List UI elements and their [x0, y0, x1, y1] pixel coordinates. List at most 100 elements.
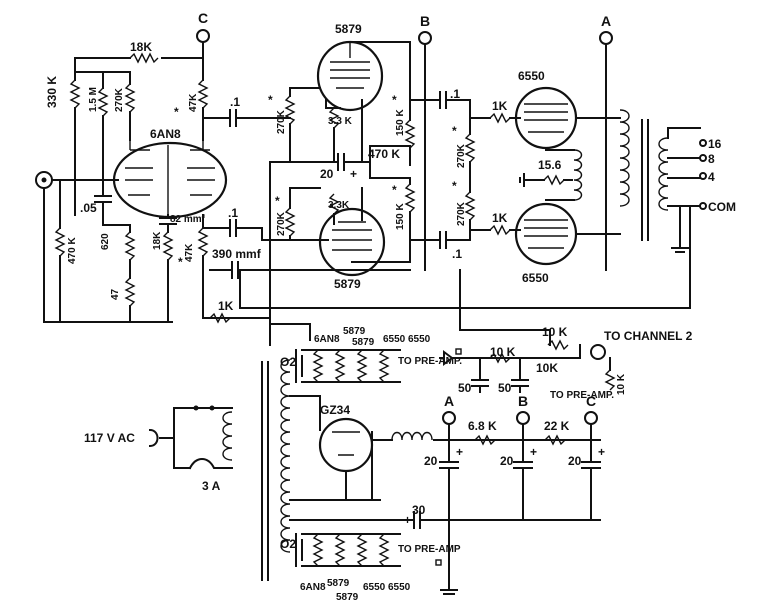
terminal-c-ps-label: C — [586, 393, 596, 409]
r-3-3k-d2-label: 3.3K — [328, 200, 350, 211]
r-1k-b-label: 1K — [492, 211, 508, 225]
r-270k-in-label: 270K — [114, 87, 125, 112]
fil-bot-6550b: 6550 — [388, 582, 411, 593]
plus-30: + — [404, 513, 411, 527]
tap-com-label: COM — [708, 200, 736, 214]
c-1b-label: .1 — [450, 87, 460, 101]
r-270k-d2-label: 270K — [276, 211, 287, 236]
interconnect: 1K — [202, 269, 551, 346]
r-270k-d1-label: 270K — [276, 109, 287, 134]
r-470k-mid-label: 470 K — [368, 147, 400, 161]
terminal-b-top: B — [418, 13, 432, 45]
r-15-6-label: 15.6 — [538, 158, 562, 172]
tube-5879-top-label: 5879 — [335, 22, 362, 36]
tube-6550-bottom-label: 6550 — [522, 271, 549, 285]
r-10k-c-label: 10K — [536, 361, 558, 375]
c-30-label: 30 — [412, 503, 426, 517]
input-stage: 18K 330 K 1.5 M 270K 47K * 6AN8 — [35, 40, 271, 323]
r-1k-a-label: 1K — [492, 99, 508, 113]
c-50b-label: 50 — [498, 381, 512, 395]
asterisk-b: * — [178, 255, 183, 269]
driver-stage: .1 .1 390 mmf 270K * 5879 3.3 K — [202, 22, 426, 346]
c-05-label: .05 — [80, 201, 97, 215]
terminal-b-ps-label: B — [518, 393, 528, 409]
r-10k-b-label: 10 K — [542, 325, 568, 339]
r-150k-2-label: 150 K — [395, 203, 406, 230]
tube-5879-bottom-label: 5879 — [334, 277, 361, 291]
asterisk-a: * — [174, 105, 179, 119]
terminal-a-ps-label: A — [444, 393, 454, 409]
plus-a: + — [456, 445, 463, 459]
to-preamp-right-label: TO PRE-AMP. — [550, 390, 614, 401]
ac-plug-icon[interactable] — [148, 428, 159, 448]
tube-6550-top — [514, 86, 578, 150]
terminal-b-label: B — [420, 13, 430, 29]
tube-6550-top-label: 6550 — [518, 69, 545, 83]
fil-bot-6an8: 6AN8 — [300, 582, 326, 593]
c-1a-label: .1 — [230, 95, 240, 109]
r-150k-1-label: 150 K — [395, 109, 406, 136]
plus-b: + — [530, 445, 537, 459]
fil-top-5879b: 5879 — [352, 337, 375, 348]
asterisk-c: * — [268, 93, 273, 107]
c-50a-label: 50 — [458, 381, 472, 395]
r-470k-in-label: 470 K — [67, 237, 78, 264]
r-1k-bottom-label: 1K — [218, 299, 234, 313]
c-390mmf-label: 390 mmf — [212, 247, 262, 261]
r-620-label: 620 — [100, 233, 111, 250]
fil-top-6550b: 6550 — [408, 334, 431, 345]
c-20b-label: 20 — [500, 454, 514, 468]
r-6-8k-label: 6.8 K — [468, 419, 497, 433]
to-channel-2-label: TO CHANNEL 2 — [604, 329, 693, 343]
asterisk-g: * — [452, 124, 457, 138]
to-preamp-top-label: TO PRE-AMP. — [398, 356, 462, 367]
r-18k-top-label: 18K — [130, 40, 152, 54]
r-3-3k-d1-label: 3.3 K — [328, 116, 353, 127]
tap-8-label: 8 — [708, 152, 715, 166]
c-1c-label: .1 — [228, 206, 238, 220]
r-330k-label: 330 K — [45, 76, 59, 108]
terminal-a-ps — [442, 411, 456, 425]
r-47k-c-label: 47K — [188, 93, 199, 112]
terminal-a-label: A — [601, 13, 611, 29]
c-20-mid-label: 20 — [320, 167, 334, 181]
output-stage: .1 1K 270K * 6550 15.6 .1 270K — [239, 43, 736, 309]
asterisk-h: * — [452, 179, 457, 193]
terminal-a-top: A — [599, 13, 613, 45]
fil-bot-5879b: 5879 — [336, 592, 359, 603]
fil-top-5879a: 5879 — [343, 326, 366, 337]
tube-gz34-label: GZ34 — [320, 403, 350, 417]
tap-4-label: 4 — [708, 170, 715, 184]
c-20c-label: 20 — [568, 454, 582, 468]
r-10k-a-label: 10 K — [490, 345, 516, 359]
to-channel-2-jack[interactable] — [590, 344, 606, 360]
asterisk-e: * — [275, 194, 280, 208]
r-22k-label: 22 K — [544, 419, 570, 433]
fuse-label: 3 A — [202, 479, 221, 493]
r-1-5m-label: 1.5 M — [88, 87, 99, 112]
c-1d-label: .1 — [452, 247, 462, 261]
fil-top-6an8: 6AN8 — [314, 334, 340, 345]
fil-bot-6550a: 6550 — [363, 582, 386, 593]
terminal-b-ps — [516, 411, 530, 425]
tube-6an8-label: 6AN8 — [150, 127, 181, 141]
fil-bot-5879a: 5879 — [327, 578, 350, 589]
c-20a-label: 20 — [424, 454, 438, 468]
tube-6550-bottom — [514, 202, 578, 266]
asterisk-f: * — [392, 183, 397, 197]
r-47-cat-label: 47 — [110, 288, 121, 300]
asterisk-d: * — [392, 93, 397, 107]
r-270k-g2-label: 270K — [456, 201, 467, 226]
power-supply: 6AN8 5879 5879 6550 6550 O2 TO PRE-AMP. … — [84, 325, 693, 603]
plus-c: + — [598, 445, 605, 459]
terminal-c-label: C — [198, 10, 208, 26]
to-preamp-bottom-label: TO PRE-AMP — [398, 544, 461, 555]
r-270k-g1-label: 270K — [456, 143, 467, 168]
tap-16-label: 16 — [708, 137, 722, 151]
fil-top-6550a: 6550 — [383, 334, 406, 345]
r-47k-b-label: 47K — [184, 243, 195, 262]
plus-mid: + — [350, 167, 357, 181]
terminal-c-ps — [584, 411, 598, 425]
r-10k-side-label: 10 K — [616, 373, 627, 395]
